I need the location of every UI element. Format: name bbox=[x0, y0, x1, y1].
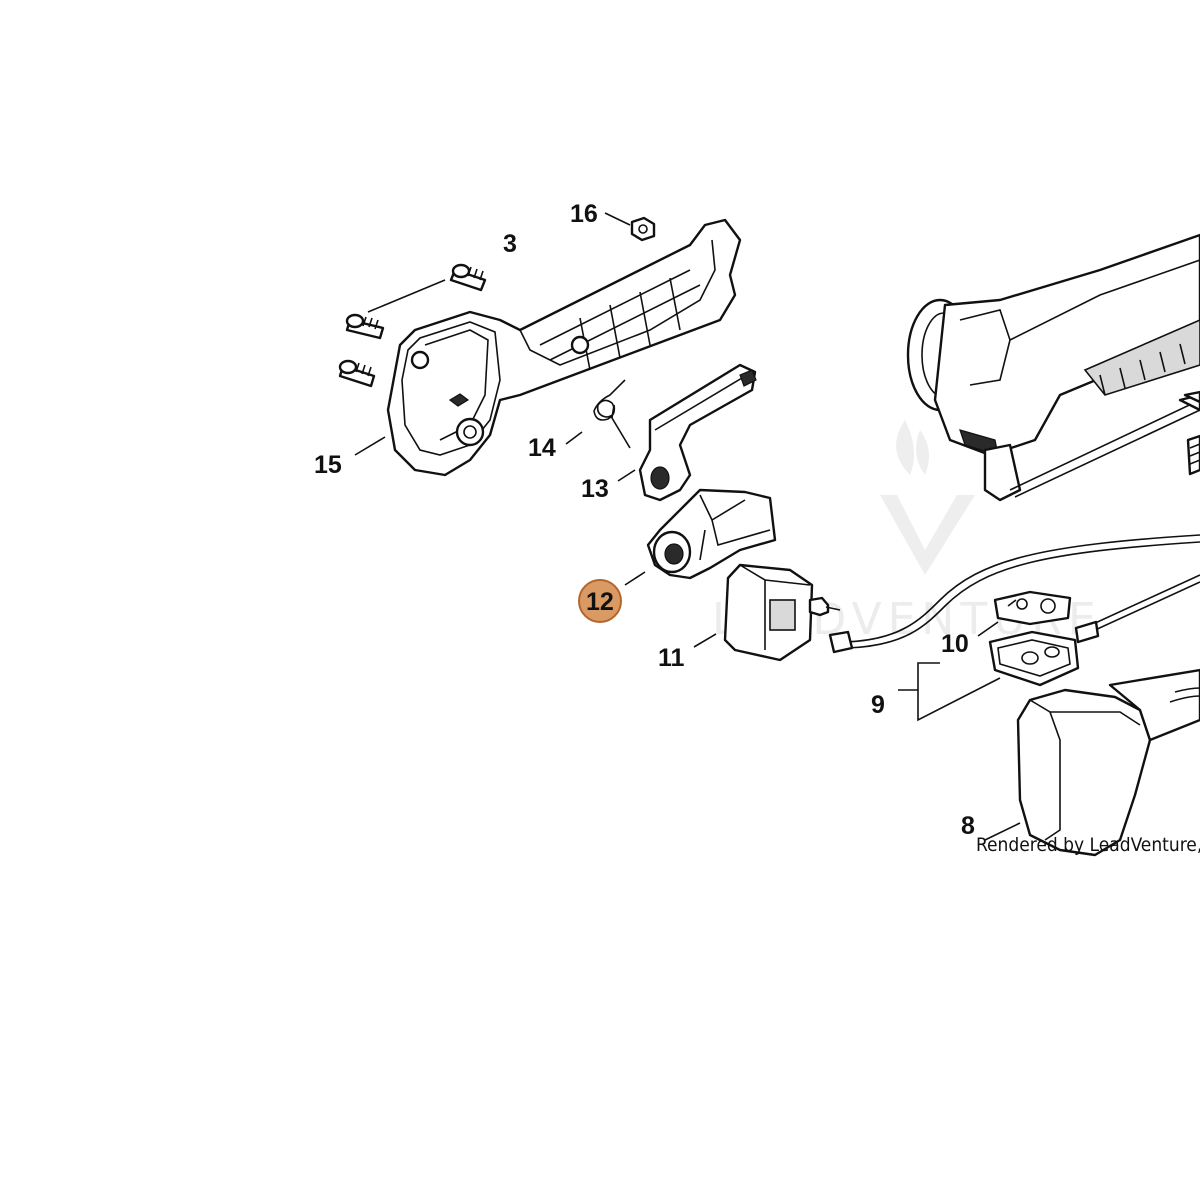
part-9-keypad[interactable] bbox=[988, 630, 1080, 687]
callout-labels: 16 3 15 14 13 12 11 10 9 8 bbox=[314, 200, 975, 840]
leader-lines bbox=[354, 212, 1021, 841]
callout-12[interactable]: 12 bbox=[586, 588, 614, 616]
screw-mid bbox=[345, 313, 385, 340]
part-10-label[interactable] bbox=[993, 590, 1072, 626]
part-3-screws[interactable] bbox=[338, 263, 487, 388]
callout-9[interactable]: 9 bbox=[871, 691, 885, 719]
screw-bottom bbox=[338, 359, 376, 388]
callout-13[interactable]: 13 bbox=[581, 475, 609, 503]
callout-3[interactable]: 3 bbox=[503, 230, 517, 258]
main-tool-housing bbox=[906, 233, 1200, 502]
part-8-handle-cover[interactable] bbox=[1016, 668, 1200, 857]
callout-10[interactable]: 10 bbox=[941, 630, 969, 658]
callout-14[interactable]: 14 bbox=[528, 434, 556, 462]
part-14-spring[interactable] bbox=[593, 379, 631, 449]
render-credit: Rendered by LeadVenture, I bbox=[976, 834, 1200, 856]
part-12-trigger[interactable] bbox=[646, 488, 777, 580]
part-16-nut[interactable] bbox=[630, 216, 656, 242]
wire-harness bbox=[828, 534, 1200, 654]
callout-11[interactable]: 11 bbox=[658, 644, 685, 672]
callout-12-highlight[interactable] bbox=[578, 579, 622, 623]
part-11-switch[interactable] bbox=[723, 563, 841, 662]
part-13-lever[interactable] bbox=[638, 363, 757, 502]
watermark-logo-icon bbox=[880, 420, 975, 575]
part-15-handle-shell[interactable] bbox=[386, 218, 742, 477]
callout-15[interactable]: 15 bbox=[314, 451, 342, 479]
callout-16[interactable]: 16 bbox=[570, 200, 598, 228]
screw-top bbox=[449, 263, 487, 292]
callout-8[interactable]: 8 bbox=[961, 812, 975, 840]
